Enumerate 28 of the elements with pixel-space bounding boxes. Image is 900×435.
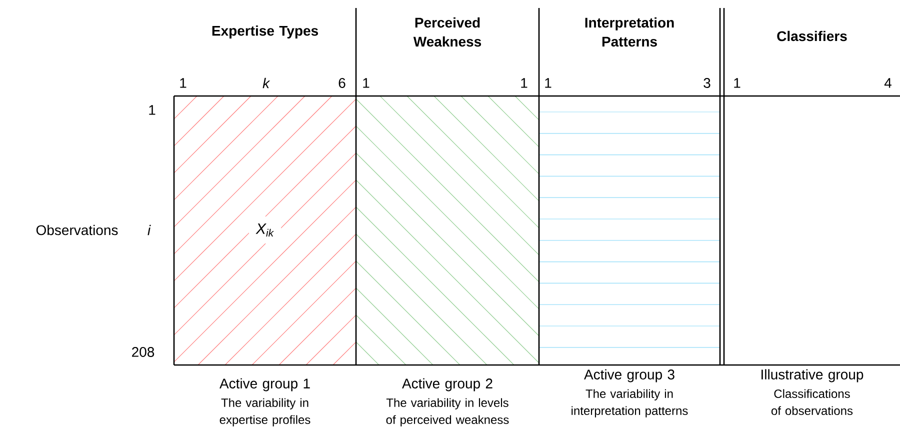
column-index: 4: [884, 78, 892, 88]
column-index: k: [262, 78, 270, 88]
hatched-block: [356, 96, 539, 365]
group-description: The variability in expertise profiles: [220, 398, 310, 426]
row-label: Observations: [36, 224, 118, 236]
column-index: 1: [521, 78, 528, 88]
hatched-block: [174, 96, 356, 365]
group-description: Classifications of observations: [771, 389, 853, 415]
group-description: The variability in interpretation patterns: [572, 389, 688, 418]
group-title: Active group 3: [584, 369, 674, 382]
column-index: 1: [363, 78, 370, 88]
column-index: 3: [704, 78, 710, 88]
row-label: 208: [132, 347, 154, 357]
group-title: Illustrative group: [762, 369, 864, 382]
group-description: The variability in levels of perceived weakness: [386, 398, 509, 426]
group-title: Active group 1: [220, 378, 310, 392]
hatched-block: [539, 112, 720, 348]
row-label: 1: [149, 105, 156, 115]
column-heading: Expertise Types: [212, 25, 318, 39]
column-index: 6: [338, 78, 346, 88]
column-index: 1: [545, 78, 552, 88]
column-heading: Perceived Weakness: [413, 17, 482, 47]
row-label: i: [148, 224, 151, 236]
column-index: 1: [734, 78, 740, 88]
column-index: 1: [180, 78, 186, 88]
column-heading: Classifiers: [777, 30, 847, 42]
group-title: Active group 2: [402, 378, 492, 392]
column-heading: Interpretation Patterns: [585, 17, 674, 47]
